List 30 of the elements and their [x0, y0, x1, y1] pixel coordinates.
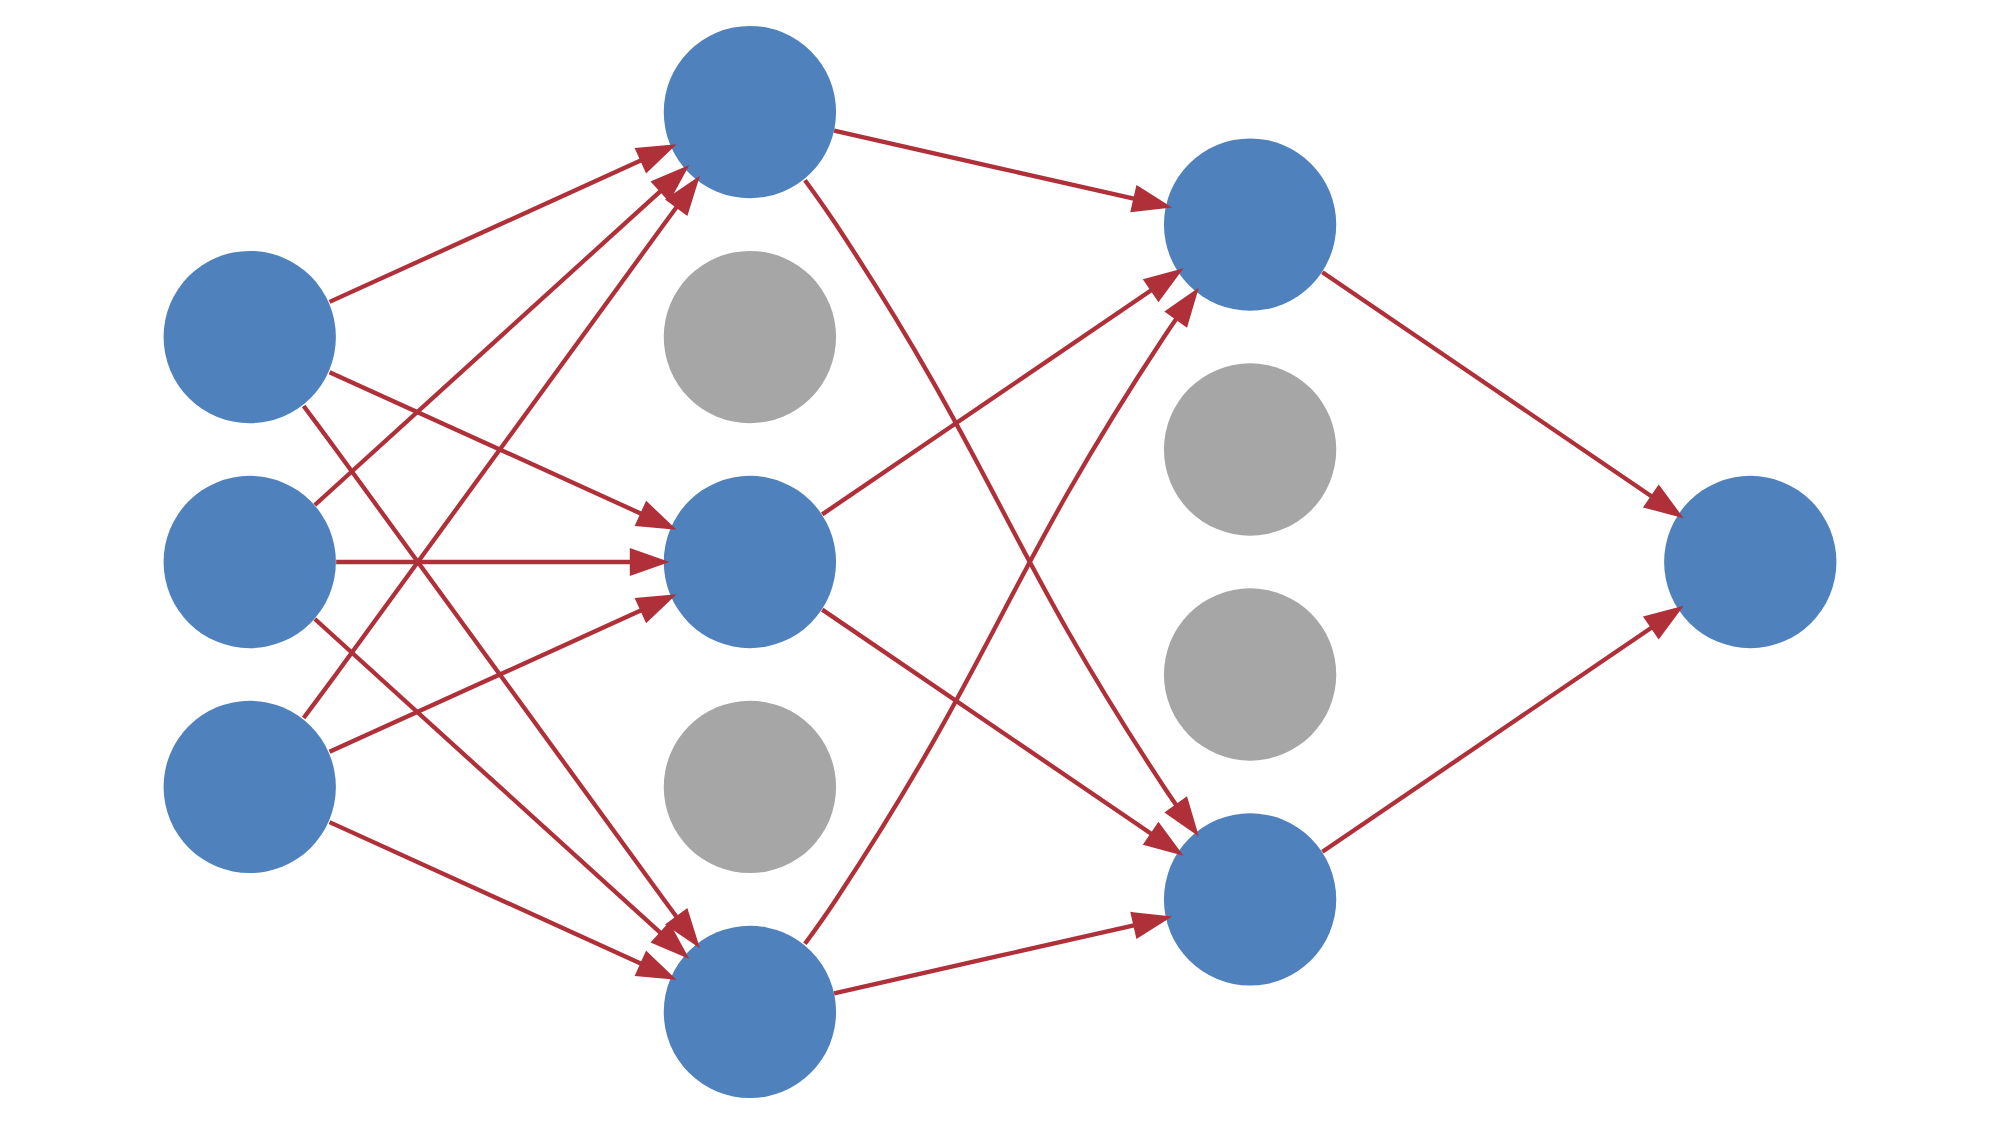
arrow: [803, 178, 1199, 837]
arrow: [328, 820, 677, 980]
arrow: [803, 287, 1199, 946]
node-circle: [163, 250, 336, 424]
node-circle: [663, 925, 837, 1099]
arrow: [821, 268, 1184, 517]
node-circle: [1163, 138, 1337, 311]
node-circle: [1163, 363, 1337, 536]
node-circle: [663, 700, 837, 874]
arrow: [833, 128, 1173, 213]
arrow: [1321, 605, 1684, 854]
arrow: [301, 175, 700, 720]
node-circle: [663, 250, 837, 424]
arrow: [328, 144, 677, 304]
arrow: [821, 607, 1184, 856]
node-circle: [163, 700, 336, 874]
arrow: [336, 548, 670, 576]
arrow: [833, 911, 1173, 996]
node-circle: [1163, 588, 1337, 761]
node-circle: [1664, 475, 1837, 649]
arrow: [313, 617, 690, 960]
arrow: [328, 370, 677, 530]
arrow: [313, 164, 690, 507]
node-circle: [663, 475, 837, 649]
node-circle: [163, 475, 336, 649]
arrow: [301, 404, 700, 949]
arrow: [1321, 270, 1684, 519]
node-circle: [1163, 813, 1337, 986]
node-circle: [663, 25, 837, 199]
arrow: [328, 594, 677, 754]
